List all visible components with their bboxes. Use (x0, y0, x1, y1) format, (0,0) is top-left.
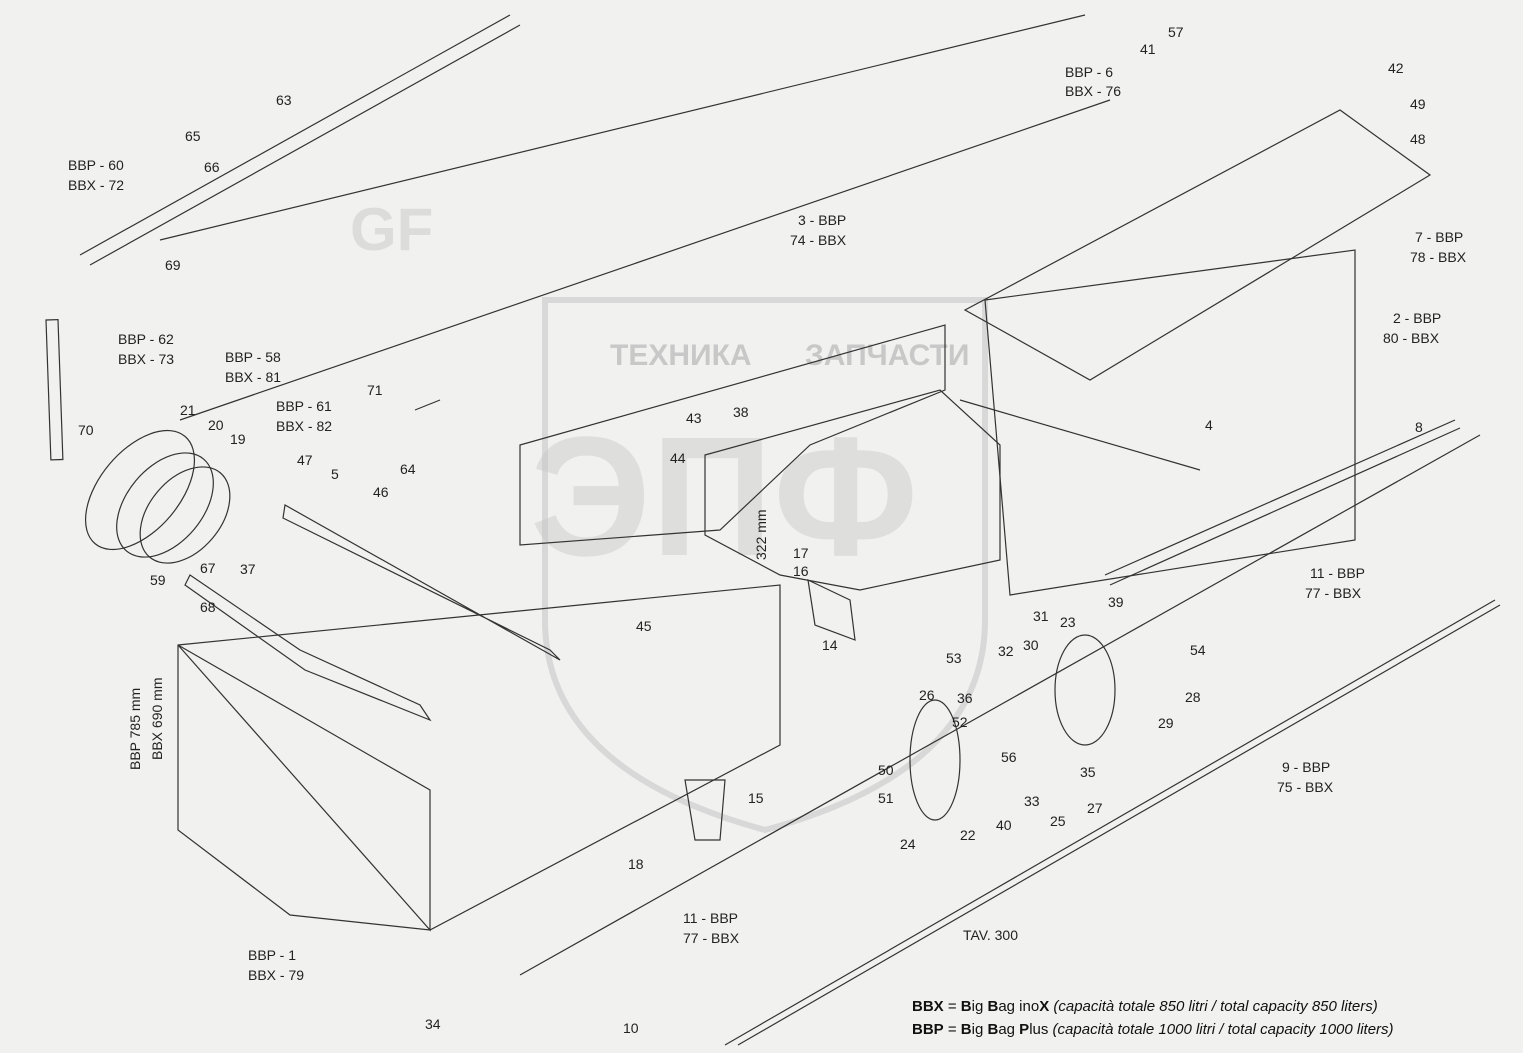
callout-65: 65 (185, 128, 201, 144)
dimension-322: 322 mm (753, 509, 769, 560)
callout-42: 42 (1388, 60, 1404, 76)
callout-53: 53 (946, 650, 962, 666)
label-p79: BBX - 79 (248, 967, 304, 983)
callout-46: 46 (373, 484, 389, 500)
watermark-big-text: ЭПФ (530, 402, 918, 592)
watermark-logo: GF (350, 196, 433, 263)
callout-15: 15 (748, 790, 764, 806)
label-p80: 80 - BBX (1383, 330, 1440, 346)
label-p9: 9 - BBP (1282, 759, 1330, 775)
watermark-left-text: ТЕХНИКА (610, 339, 752, 372)
callout-57: 57 (1168, 24, 1184, 40)
label-p75: 75 - BBX (1277, 779, 1334, 795)
callout-18: 18 (628, 856, 644, 872)
label-p11b: 11 - BBP (683, 910, 738, 926)
label-tav: TAV. 300 (963, 927, 1018, 943)
dimension-labels: BBP 785 mm BBX 690 mm 322 mm (127, 509, 769, 770)
callout-63: 63 (276, 92, 292, 108)
callout-19: 19 (230, 431, 246, 447)
callout-47: 47 (297, 452, 313, 468)
dimension-bbx: BBX 690 mm (149, 678, 165, 760)
callout-70: 70 (78, 422, 94, 438)
label-p60: BBP - 60 (68, 157, 124, 173)
callout-30: 30 (1023, 637, 1039, 653)
callout-23: 23 (1060, 614, 1076, 630)
callout-16: 16 (793, 563, 809, 579)
label-p78: 78 - BBX (1410, 249, 1467, 265)
label-p74: 74 - BBX (790, 232, 847, 248)
callout-49: 49 (1410, 96, 1426, 112)
drawing-lines (45, 14, 1501, 1046)
label-p77b: 77 - BBX (683, 930, 740, 946)
label-p82: BBX - 82 (276, 418, 332, 434)
callout-35: 35 (1080, 764, 1096, 780)
label-p77a: 77 - BBX (1305, 585, 1362, 601)
callout-25: 25 (1050, 813, 1066, 829)
callout-28: 28 (1185, 689, 1201, 705)
callout-24: 24 (900, 836, 916, 852)
callout-21: 21 (180, 402, 196, 418)
label-p61: BBP - 61 (276, 398, 332, 414)
callout-41: 41 (1140, 41, 1156, 57)
callout-68: 68 (200, 599, 216, 615)
legend-bbp: BBP = Big Bag Plus (capacità totale 1000… (912, 1021, 1394, 1038)
label-p1: BBP - 1 (248, 947, 296, 963)
callout-17: 17 (793, 545, 809, 561)
callout-20: 20 (208, 417, 224, 433)
callout-44: 44 (670, 450, 686, 466)
callout-5: 5 (331, 466, 339, 482)
callout-36: 36 (957, 690, 973, 706)
callout-40: 40 (996, 817, 1012, 833)
callout-37: 37 (240, 561, 256, 577)
callout-29: 29 (1158, 715, 1174, 731)
part-group-labels: BBP - 1 BBX - 79 3 - BBP 74 - BBX 2 - BB… (68, 64, 1467, 983)
label-p72: BBX - 72 (68, 177, 124, 193)
callout-71: 71 (367, 382, 383, 398)
callout-50: 50 (878, 762, 894, 778)
legend-bbx: BBX = Big Bag inoX (capacità totale 850 … (912, 998, 1378, 1015)
label-p3: 3 - BBP (798, 212, 846, 228)
callout-8: 8 (1415, 419, 1423, 435)
callout-22: 22 (960, 827, 976, 843)
label-p2: 2 - BBP (1393, 310, 1441, 326)
watermark-right-text: ЗАПЧАСТИ (805, 339, 969, 372)
callout-38: 38 (733, 404, 749, 420)
callout-56: 56 (1001, 749, 1017, 765)
callout-69: 69 (165, 257, 181, 273)
label-p73: BBX - 73 (118, 351, 174, 367)
callout-32: 32 (998, 643, 1014, 659)
callout-45: 45 (636, 618, 652, 634)
callout-14: 14 (822, 637, 838, 653)
callout-48: 48 (1410, 131, 1426, 147)
watermark: ТЕХНИКА ЗАПЧАСТИ ЭПФ GF (350, 196, 988, 834)
callout-66: 66 (204, 159, 220, 175)
label-p62: BBP - 62 (118, 331, 174, 347)
dimension-bbp: BBP 785 mm (127, 688, 143, 770)
label-p11a: 11 - BBP (1310, 565, 1365, 581)
callout-26: 26 (919, 687, 935, 703)
callout-64: 64 (400, 461, 416, 477)
callout-39: 39 (1108, 594, 1124, 610)
callout-43: 43 (686, 410, 702, 426)
callout-27: 27 (1087, 800, 1103, 816)
label-p76: BBX - 76 (1065, 83, 1121, 99)
label-p6: BBP - 6 (1065, 64, 1113, 80)
callout-54: 54 (1190, 642, 1206, 658)
label-p58: BBP - 58 (225, 349, 281, 365)
callout-34: 34 (425, 1016, 441, 1032)
callout-59: 59 (150, 572, 166, 588)
callout-52: 52 (952, 714, 968, 730)
label-p7: 7 - BBP (1415, 229, 1463, 245)
callout-10: 10 (623, 1020, 639, 1036)
callout-33: 33 (1024, 793, 1040, 809)
callout-4: 4 (1205, 417, 1213, 433)
callout-31: 31 (1033, 608, 1049, 624)
callout-numbers: 4 5 8 10 14 15 16 17 18 19 20 21 22 23 2… (78, 24, 1426, 1036)
label-p81: BBX - 81 (225, 369, 281, 385)
callout-67: 67 (200, 560, 216, 576)
callout-51: 51 (878, 790, 894, 806)
